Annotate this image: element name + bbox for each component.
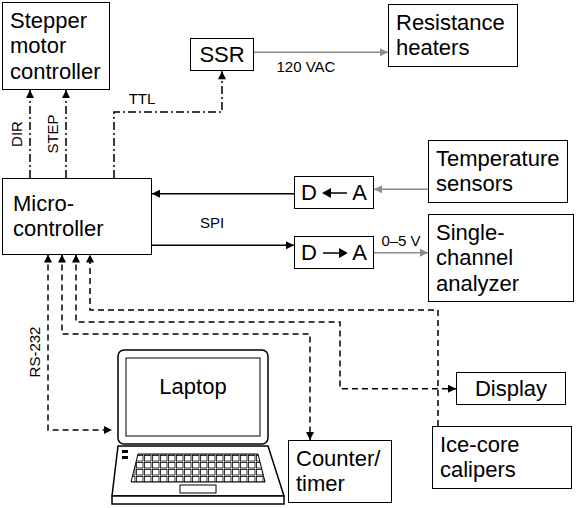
connector — [48, 255, 112, 430]
counter-box: Counter/ timer — [288, 440, 392, 503]
converter-box: DA — [294, 176, 374, 209]
laptop-indicator — [122, 456, 128, 459]
laptop-keyboard — [131, 454, 265, 482]
controller-box: Stepper motor controller — [2, 2, 110, 90]
node-label: Temperature sensors — [436, 146, 560, 197]
arrow-shaft — [330, 192, 347, 194]
bus-label: SPI — [198, 214, 226, 231]
arrow-head — [322, 188, 331, 198]
laptop-trackpad — [180, 485, 216, 493]
node-label: A — [352, 240, 367, 265]
arrow-head — [339, 248, 347, 258]
arrow-shaft — [323, 252, 340, 254]
connector — [374, 252, 428, 254]
laptop-lid — [118, 350, 268, 444]
node-label: A — [352, 180, 367, 205]
connector — [62, 255, 310, 440]
connector — [90, 255, 438, 426]
connector — [152, 193, 294, 195]
laptop-front-edge — [112, 496, 284, 504]
laptop-indicator — [122, 450, 128, 453]
signal-label: 120 VAC — [275, 58, 338, 75]
connector — [254, 52, 388, 54]
display-box: Display — [456, 372, 566, 405]
signal-label: STEP — [44, 112, 61, 155]
analyzer-box: Single- channel analyzer — [428, 214, 574, 302]
node-label: SSR — [197, 42, 247, 67]
node-label: Display — [463, 376, 559, 401]
laptop-base — [112, 446, 284, 496]
node-label: Resistance heaters — [396, 10, 510, 61]
arrow-symbol — [322, 186, 347, 200]
arrow-symbol — [322, 246, 347, 260]
laptop: Laptop — [112, 350, 284, 504]
connector — [76, 255, 456, 389]
laptop-drawing — [112, 350, 284, 504]
node-label: Ice-core calipers — [440, 432, 564, 483]
connector — [374, 189, 428, 191]
connector — [29, 90, 31, 178]
connector — [114, 71, 222, 178]
laptop-screen — [126, 358, 260, 436]
connector — [65, 90, 67, 178]
microcontroller-box: Micro- controller — [2, 178, 152, 255]
connector — [152, 245, 294, 247]
node-label: D — [301, 240, 317, 265]
calipers-box: Ice-core calipers — [432, 426, 572, 489]
signal-label: 0–5 V — [379, 232, 422, 249]
sensor-box: Temperature sensors — [428, 140, 568, 203]
heater-box: Resistance heaters — [388, 4, 518, 67]
node-label: Micro- controller — [13, 191, 141, 242]
signal-label: DIR — [8, 119, 25, 149]
node-label: Stepper motor controller — [10, 8, 102, 84]
signal-label: RS-232 — [26, 325, 43, 380]
converter-box: DA — [294, 236, 374, 269]
node-label: Single- channel analyzer — [436, 220, 566, 296]
node-label: Counter/ timer — [296, 446, 384, 497]
node-label: D — [301, 180, 317, 205]
signal-label: TTL — [127, 90, 158, 107]
node-label: Laptop — [126, 374, 260, 399]
relay-box: SSR — [190, 38, 254, 71]
